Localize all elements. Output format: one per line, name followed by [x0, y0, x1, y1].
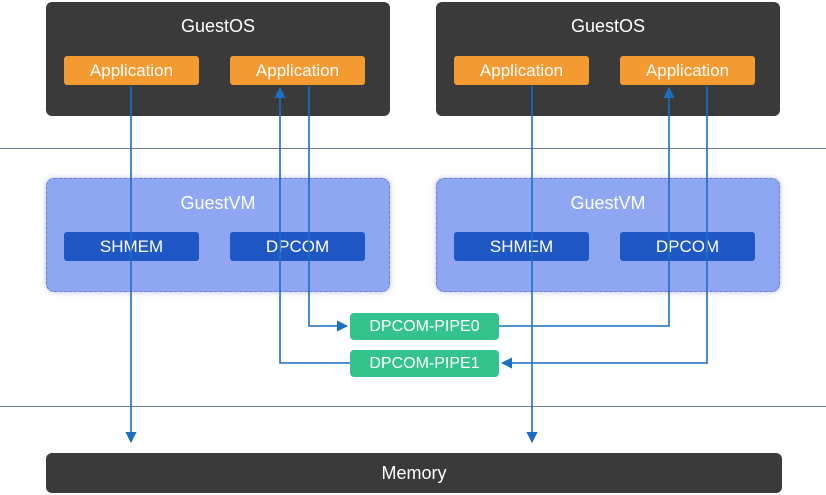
dpcom-left[interactable]: DPCOM	[230, 232, 365, 261]
arrow-left-dpcom-to-pipe0	[308, 86, 349, 332]
memory-bar[interactable]: Memory	[46, 453, 782, 493]
guestvm-right-title: GuestVM	[570, 193, 646, 213]
shmem-right[interactable]: SHMEM	[454, 232, 589, 261]
arrow-right-dpcom-to-pipe1	[500, 86, 708, 369]
dpcom-right[interactable]: DPCOM	[620, 232, 755, 261]
application-left-1[interactable]: Application	[64, 56, 199, 85]
divider-top	[0, 148, 826, 149]
guestos-left-title: GuestOS	[180, 16, 256, 36]
arrow-pipe1-to-left-app	[274, 86, 350, 364]
guestvm-left-title: GuestVM	[180, 193, 256, 213]
application-right-1[interactable]: Application	[454, 56, 589, 85]
divider-bottom	[0, 406, 826, 407]
application-left-2[interactable]: Application	[230, 56, 365, 85]
guestos-right-title: GuestOS	[570, 16, 646, 36]
dpcom-pipe1[interactable]: DPCOM-PIPE1	[350, 350, 499, 377]
dpcom-pipe0[interactable]: DPCOM-PIPE0	[350, 313, 499, 340]
arrow-pipe0-to-right-app	[499, 86, 675, 327]
application-right-2[interactable]: Application	[620, 56, 755, 85]
